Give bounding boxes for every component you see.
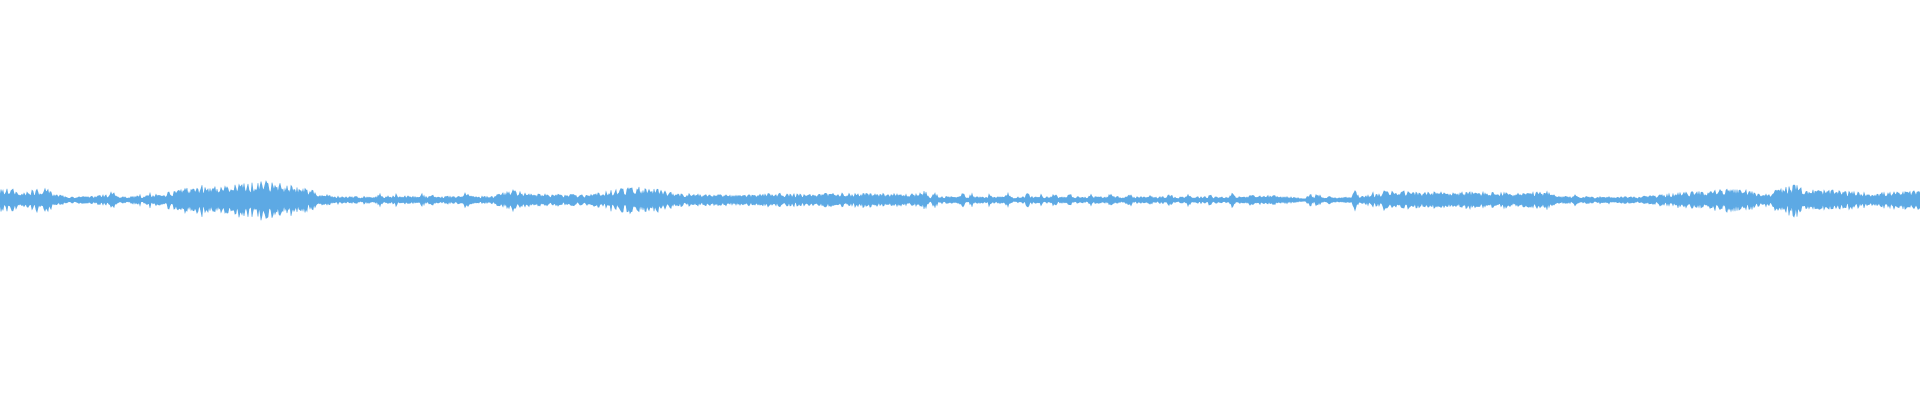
waveform-shape	[0, 180, 1920, 221]
